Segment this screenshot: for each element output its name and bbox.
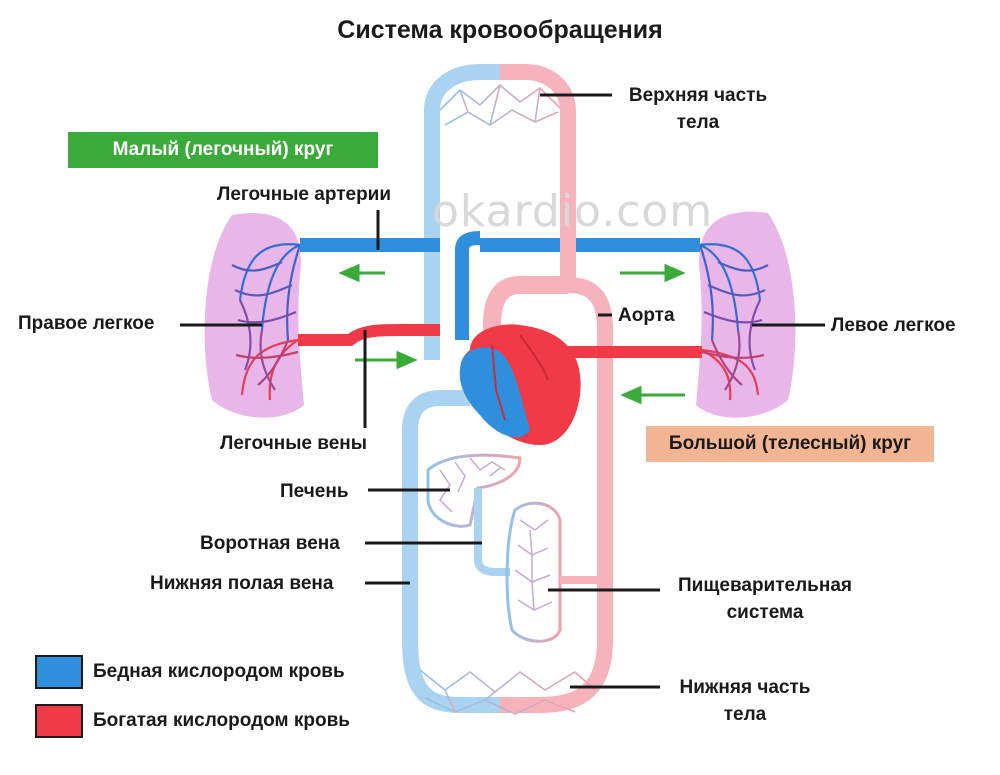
liver-capillaries <box>439 457 506 513</box>
descending-aorta <box>500 277 613 713</box>
inferior-vena-cava-path <box>402 390 500 713</box>
lower-body-label-line2: тела <box>723 704 767 725</box>
legend-item-oxygen-rich: Богатая кислородом кровь <box>35 704 415 740</box>
leader-lines <box>180 93 825 689</box>
digestive-system-label-line1: Пищеварительная <box>678 575 852 596</box>
upper-body-capillaries <box>439 83 561 126</box>
portal-vein-label: Воротная вена <box>200 533 340 554</box>
heart-shape <box>459 324 581 445</box>
upper-body-label-line1: Верхняя часть <box>628 85 768 106</box>
upper-body-loop-blue <box>424 64 500 360</box>
right-lung-vessels <box>231 243 302 401</box>
digestive-system-label-line2: система <box>726 602 804 623</box>
pulmonary-vein-right <box>298 324 440 346</box>
legend-item-oxygen-poor: Бедная кислородом кровь <box>35 655 415 691</box>
watermark: okardio.com <box>432 186 714 237</box>
inferior-vena-cava-label: Нижняя полая вена <box>150 573 334 594</box>
upper-body-loop-red <box>500 64 576 285</box>
diagram-title: Система кровообращения <box>337 16 663 44</box>
digestive-capillaries <box>514 519 553 611</box>
left-lung-vessels <box>698 243 769 401</box>
lower-body-capillaries <box>419 669 596 715</box>
aorta-arch <box>483 276 568 345</box>
pulmonary-arteries-label: Легочные артерии <box>217 184 392 205</box>
pulmonary-trunk <box>455 231 481 340</box>
liver-shape <box>426 453 522 528</box>
liver-label: Печень <box>280 481 349 502</box>
pulmonary-veins-label: Легочные вены <box>220 433 367 454</box>
portal-vein-path <box>474 488 510 576</box>
upper-body-label-line2: тела <box>676 112 720 133</box>
flow-arrows <box>338 263 686 405</box>
legend-label-oxygen-poor: Бедная кислородом кровь <box>93 661 345 682</box>
legend-swatch-oxygen-rich <box>35 704 83 738</box>
left-lung-label: Левое легкое <box>831 315 956 336</box>
systemic-circuit-banner: Большой (телесный) круг <box>646 426 934 462</box>
pulmonary-circuit-banner: Малый (легочный) круг <box>68 132 378 168</box>
aorta-label: Аорта <box>618 305 675 326</box>
legend-swatch-oxygen-poor <box>35 655 83 689</box>
lower-body-label-line1: Нижняя часть <box>679 677 811 698</box>
legend-label-oxygen-rich: Богатая кислородом кровь <box>93 710 350 731</box>
right-lung-label: Правое легкое <box>18 313 155 334</box>
digestive-shape <box>505 501 562 643</box>
